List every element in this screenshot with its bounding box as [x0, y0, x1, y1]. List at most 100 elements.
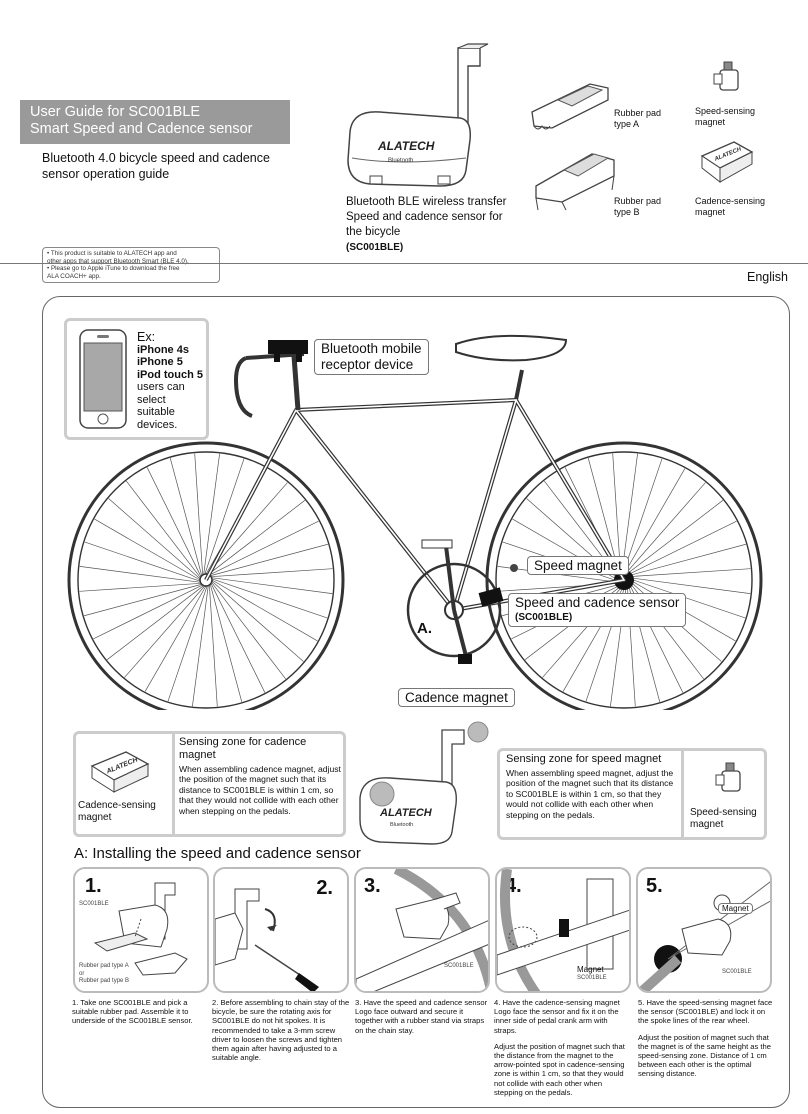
cadence-magnet-icon: ALATECH [700, 141, 754, 184]
caption-line: Cadence-sensing [695, 196, 766, 206]
cadence-magnet-label: Cadence-sensing magnet [695, 196, 765, 218]
step-4-illustration [497, 869, 629, 991]
step-img-label: Rubber pad type A [79, 963, 129, 969]
zone-magnet-line: Speed-sensing [690, 807, 757, 818]
step-5-text: 5. Have the speed-sensing magnet face th… [638, 998, 776, 1079]
notice-line: ALA COACH+ app. [47, 272, 101, 280]
receptor-line: receptor device [321, 357, 414, 372]
zone-sensor-bt: Bluetooth [390, 822, 413, 828]
wheel-spoke [204, 458, 245, 575]
speed-magnet-zone-icon [715, 762, 741, 792]
step-img-label: Magnet [718, 903, 753, 914]
wheel-spoke [146, 467, 202, 577]
wheel-spoke [209, 520, 319, 576]
wheel-spoke [126, 480, 201, 578]
wheel-spoke [167, 585, 208, 702]
guide-subtitle: Bluetooth 4.0 bicycle speed and cadence … [42, 150, 302, 182]
step-3-text: 3. Have the speed and cadence sensor Log… [355, 998, 488, 1035]
cadence-magnet-zone-icon: ALATECH [90, 751, 150, 793]
language-label: English [747, 270, 788, 284]
wheel-spoke [626, 500, 724, 575]
wheel-spoke [209, 584, 243, 702]
main-diagram-frame [42, 296, 790, 1108]
caption-line: type B [614, 207, 640, 217]
guide-title-band: User Guide for SC001BLE Smart Speed and … [20, 100, 290, 144]
speed-zone-title: Sensing zone for speed magnet [506, 753, 662, 765]
install-section-title: A: Installing the speed and cadence sens… [74, 845, 361, 862]
step-2-illustration [215, 888, 319, 991]
rubber-pad-b-icon [535, 153, 615, 211]
step-number: 2. [316, 877, 333, 899]
speed-zone-magnet-label: Speed-sensing magnet [690, 807, 757, 830]
wheel-spoke [192, 585, 209, 707]
wheel-spoke [93, 584, 203, 640]
wheel-spoke [124, 585, 206, 678]
point-a-label: A. [417, 620, 432, 637]
notice-line: • This product is suitable to ALATECH ap… [47, 250, 177, 257]
caption-line: type A [614, 119, 640, 129]
step-5-text-para: 5. Have the speed-sensing magnet face th… [638, 998, 773, 1026]
compatibility-notice: • This product is suitable to ALATECH ap… [42, 247, 220, 284]
speed-zone-text: When assembling speed magnet, adjust the… [506, 768, 674, 820]
step-img-label: Magnet [577, 965, 604, 974]
phone-model: iPhone 4s [137, 343, 189, 356]
step-3-box: 3. SC001BLE [354, 867, 490, 993]
wheel-spoke [211, 577, 333, 594]
wheel-spoke [629, 577, 751, 594]
phone-ex-label: Ex: [137, 330, 156, 344]
wheel-spoke [203, 453, 220, 575]
guide-title-line2: Smart Speed and Cadence sensor [30, 121, 253, 137]
rubber-pad-a-label: Rubber pad type A [614, 108, 661, 130]
header-divider [0, 263, 808, 264]
product-desc-line: Speed and cadence sensor for [346, 211, 503, 223]
step-number: 3. [364, 875, 381, 897]
receptor-device-label: Bluetooth mobile receptor device [314, 339, 429, 375]
step-img-label: SC001BLE [79, 901, 109, 907]
wheel-spoke [108, 498, 201, 580]
caption-line: Rubber pad [614, 196, 662, 206]
wheel-spoke [211, 580, 304, 662]
wheel-spoke [79, 566, 201, 583]
wheel-spoke [206, 482, 288, 575]
step-3-illustration [356, 869, 488, 991]
cadence-zone-text: When assembling cadence magnet, adjust t… [179, 764, 341, 816]
sensor-product-illustration: ALATECH Bluetooth [347, 43, 489, 187]
product-desc-line: Bluetooth BLE wireless transfer [346, 196, 507, 208]
phone-example-box: Ex: iPhone 4s iPhone 5 iPod touch 5 user… [64, 318, 209, 440]
guide-title-line1: User Guide for SC001BLE [30, 104, 201, 120]
product-brand-text: ALATECH [377, 139, 435, 153]
wheel-spoke [210, 543, 328, 577]
step-5-text-para: Adjust the position of magnet such that … [638, 1032, 771, 1079]
notice-line: other apps that support Bluetooth Smart … [47, 257, 189, 265]
step-2-text: 2. Before assembling to chain stay of th… [212, 998, 350, 1063]
step-img-label: Rubber pad type B [79, 978, 130, 984]
step-img-label: SC001BLE [722, 969, 752, 975]
step-1-pad-labels: Rubber pad type A or Rubber pad type B [79, 963, 129, 986]
step-img-label: SC001BLE [444, 963, 474, 969]
wheel-spoke [628, 568, 751, 578]
product-description: Bluetooth BLE wireless transfer Speed an… [346, 195, 506, 255]
wheel-spoke [208, 500, 306, 575]
sensor-callout-text: Speed and cadence sensor [515, 595, 680, 610]
wheel-spoke [612, 453, 622, 576]
caption-line: magnet [695, 207, 726, 217]
wheel-spoke [211, 579, 318, 642]
step-number: 1. [85, 875, 102, 897]
step-number: 5. [646, 875, 663, 897]
wheel-spoke [629, 578, 746, 619]
notice-line: • Please go to Apple iTune to download t… [47, 265, 180, 273]
wheel-spoke [627, 520, 737, 576]
cadence-zone-body: Sensing zone for cadence magnet When ass… [172, 734, 344, 834]
wheel-spoke [624, 482, 706, 575]
phone-model: iPod touch 5 [137, 368, 203, 381]
product-desc-line: the bicycle [346, 226, 401, 238]
cadence-zone-box: ALATECH Cadence-sensing magnet Sensing z… [73, 731, 346, 837]
phone-note-line: users can [137, 381, 185, 393]
wheel-spoke [211, 582, 286, 680]
wheel-spoke [622, 458, 663, 575]
wheel-spoke [623, 468, 686, 575]
speed-magnet-icon [713, 61, 739, 91]
wheel-spoke [106, 585, 204, 660]
step-5-illustration [638, 881, 770, 991]
step-1-text: 1. Take one SC001BLE and pick a suitable… [72, 998, 193, 1026]
